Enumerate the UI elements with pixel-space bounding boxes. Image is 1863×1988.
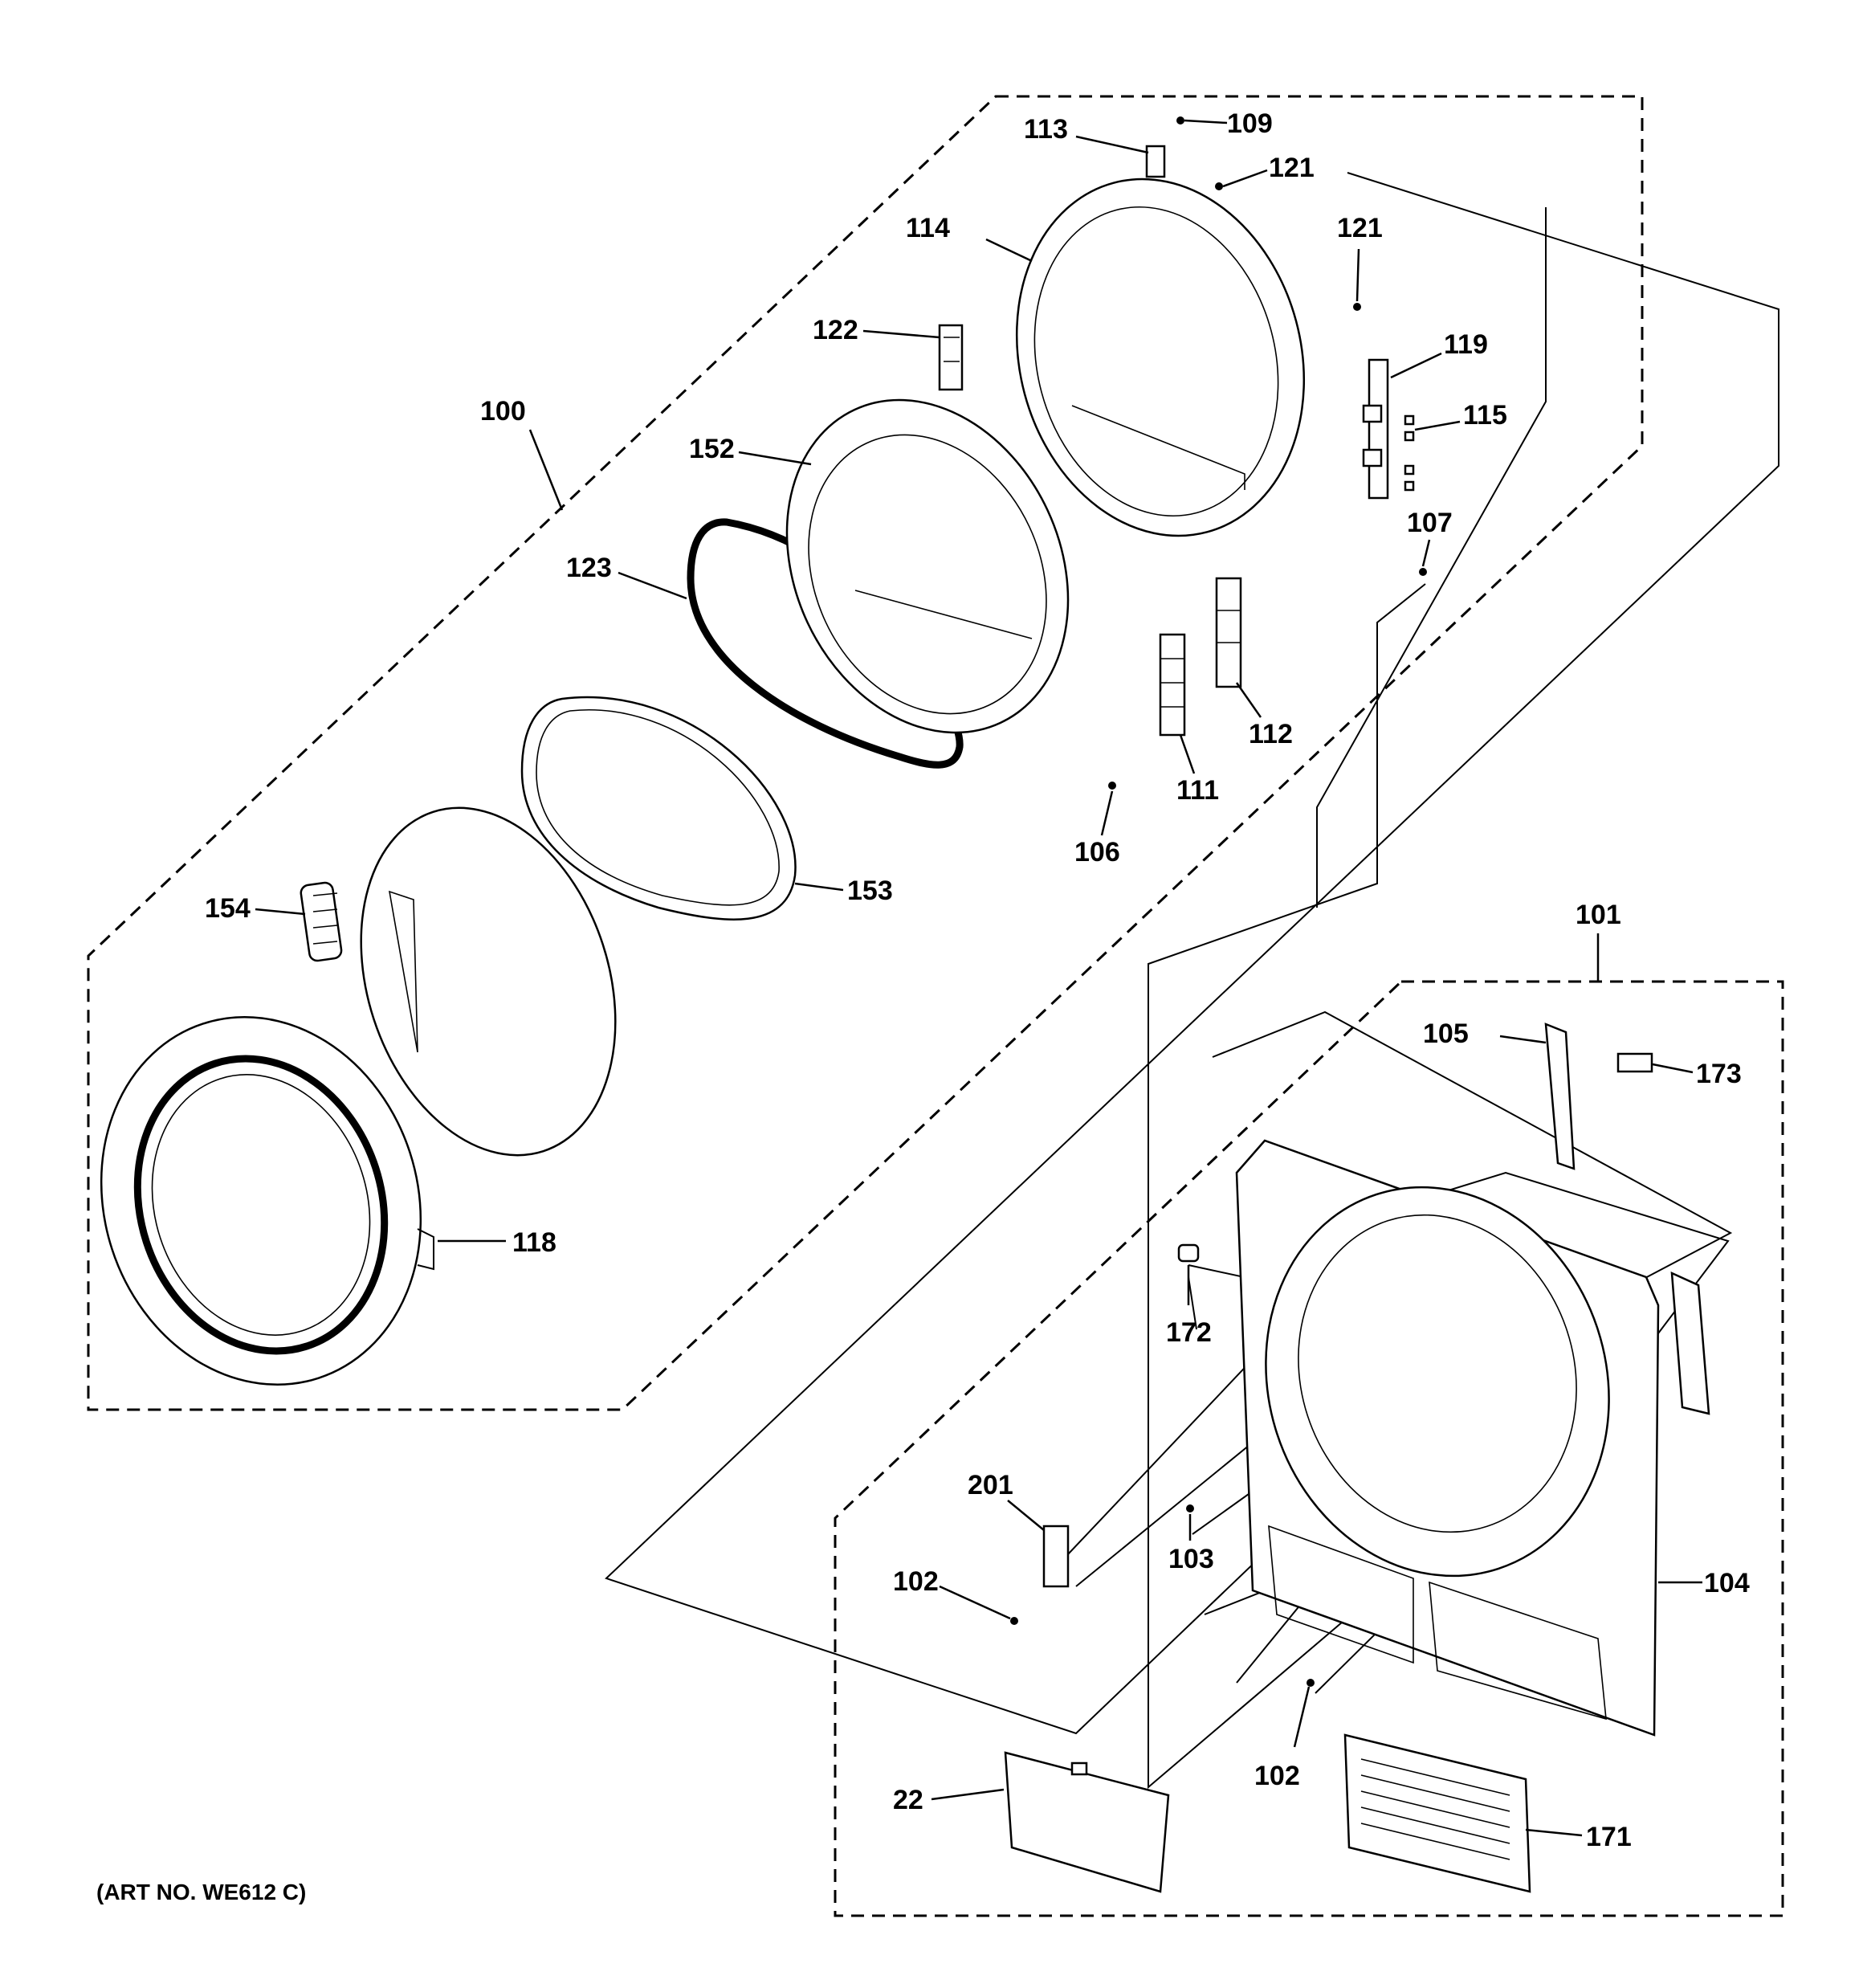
- callout-118: 118: [512, 1227, 556, 1258]
- part-154-door-handle: [300, 881, 343, 962]
- callout-122: 122: [813, 315, 858, 345]
- part-152-door-inner-frame: [785, 398, 1070, 734]
- callout-154: 154: [205, 893, 251, 924]
- callout-171: 171: [1586, 1822, 1632, 1852]
- part-201-switch: [1042, 1525, 1070, 1588]
- leader-106: [1100, 790, 1114, 836]
- front-panel-assembly-boundary: [834, 980, 1784, 1917]
- door-glass: [360, 806, 617, 1157]
- callout-100: 100: [480, 396, 526, 427]
- callout-109: 109: [1227, 108, 1273, 139]
- part-173-sensor: [1616, 1052, 1653, 1073]
- part-118-door-outer-frame: [100, 1016, 434, 1386]
- part-112-latch: [1215, 577, 1242, 688]
- part-22-access-cover: [1004, 1751, 1170, 1893]
- leader-121b: [1355, 248, 1360, 302]
- leader-107: [1421, 539, 1431, 567]
- part-153-inner-door-liner: [520, 696, 797, 921]
- screw-121-top: [1215, 182, 1223, 190]
- guide-line-13: [1188, 1276, 1197, 1330]
- guide-line-3: [1148, 583, 1527, 1790]
- leader-153: [794, 882, 844, 892]
- screw-102-right: [1307, 1679, 1315, 1687]
- leader-119: [1390, 352, 1442, 379]
- leader-122: [862, 329, 940, 339]
- callout-103: 103: [1168, 1544, 1214, 1574]
- callout-104: 104: [1704, 1568, 1750, 1598]
- art-number: (ART NO. WE612 C): [96, 1880, 306, 1904]
- leader-113: [1075, 135, 1149, 154]
- leader-114: [985, 238, 1033, 263]
- callout-102-right: 102: [1254, 1761, 1300, 1791]
- callout-172: 172: [1166, 1317, 1212, 1348]
- callout-112: 112: [1249, 719, 1293, 749]
- callout-119: 119: [1444, 329, 1488, 360]
- part-171-grille: [1343, 1733, 1531, 1893]
- callout-114: 114: [906, 213, 950, 243]
- callout-105: 105: [1423, 1018, 1469, 1049]
- guide-line-2: [1316, 207, 1547, 908]
- leader-171: [1525, 1828, 1583, 1837]
- screw-103: [1186, 1504, 1194, 1512]
- part-bracket-right: [1670, 1271, 1710, 1415]
- part-114-door-frame-hinge-side: [1015, 178, 1306, 537]
- screw-107: [1419, 568, 1427, 576]
- callout-121-top: 121: [1269, 153, 1315, 183]
- leader-115: [1414, 420, 1461, 431]
- callout-152: 152: [689, 434, 735, 464]
- part-119-hinge-plate: [1362, 358, 1389, 500]
- callout-121-right: 121: [1337, 213, 1383, 243]
- callout-102-left: 102: [893, 1566, 939, 1597]
- part-105-bracket: [1544, 1023, 1576, 1170]
- guide-line-1: [605, 172, 1779, 1735]
- part-172-clip: [1177, 1243, 1200, 1263]
- leader-121a: [1222, 169, 1268, 188]
- screw-106: [1108, 782, 1116, 790]
- leader-105: [1499, 1035, 1547, 1044]
- door-assembly-boundary: [87, 95, 1644, 1411]
- part-113-bracket: [1145, 145, 1166, 178]
- screw-102-left: [1010, 1617, 1018, 1625]
- callout-22: 22: [893, 1785, 923, 1815]
- screw-109: [1176, 116, 1184, 125]
- leader-154: [255, 908, 306, 916]
- callout-201: 201: [968, 1470, 1013, 1500]
- leader-123: [618, 571, 687, 600]
- part-104-front-panel: [1235, 1139, 1660, 1737]
- guide-line-4: [1212, 1010, 1733, 1310]
- leader-152: [738, 451, 812, 466]
- callout-173: 173: [1696, 1059, 1742, 1089]
- leader-112: [1235, 682, 1262, 718]
- callout-111: 111: [1176, 775, 1219, 806]
- callout-101: 101: [1576, 900, 1621, 930]
- part-111-latch-bracket: [1159, 633, 1186, 737]
- leader-201: [1007, 1500, 1045, 1531]
- callout-107: 107: [1407, 508, 1453, 538]
- callout-123: 123: [566, 553, 612, 583]
- screw-121-right: [1353, 303, 1361, 311]
- leader-102a: [939, 1585, 1011, 1620]
- callout-115: 115: [1463, 400, 1507, 431]
- leader-111: [1179, 734, 1196, 774]
- leader-102b: [1293, 1686, 1311, 1748]
- part-122-hinge: [938, 324, 964, 391]
- callout-106: 106: [1074, 837, 1120, 867]
- leader-22: [931, 1788, 1005, 1801]
- leader-109: [1184, 119, 1228, 125]
- callout-113: 113: [1024, 114, 1068, 145]
- leader-173: [1652, 1063, 1694, 1074]
- callout-153: 153: [847, 876, 893, 906]
- leader-100: [528, 429, 564, 511]
- part-115-spacers: [1404, 414, 1415, 492]
